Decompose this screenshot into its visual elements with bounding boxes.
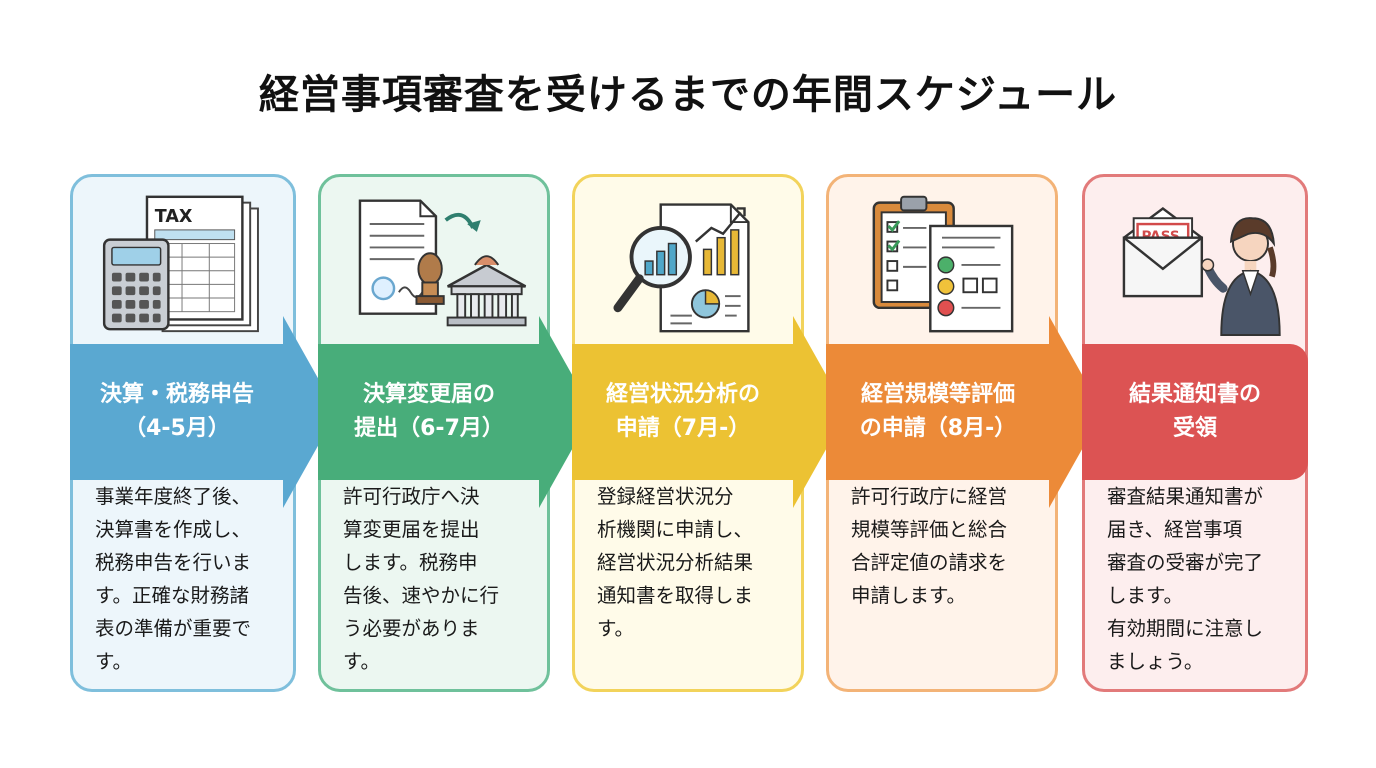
envelope-pass-person-icon: PASS [1122, 206, 1281, 337]
step-label-5: 結果通知書の 受領 [1082, 344, 1308, 480]
calculator-tax-form-icon: TAX [102, 195, 259, 333]
magnifier-chart-icon [613, 203, 750, 333]
step-label-1: 決算・税務申告 （4-5月） [70, 344, 284, 480]
svg-text:TAX: TAX [155, 207, 193, 227]
step-arrow-3 [793, 316, 847, 508]
step-label-3: 経営状況分析の 申請（7月-） [572, 344, 794, 480]
step-arrow-2 [539, 316, 593, 508]
step-label-2: 決算変更届の 提出（6-7月） [318, 344, 540, 480]
step-label-4: 経営規模等評価 の申請（8月-） [826, 344, 1050, 480]
step-description-4: 許可行政庁に経営 規模等評価と総合 合評定値の請求を 申請します。 [851, 485, 1008, 607]
page-title: 経営事項審査を受けるまでの年間スケジュール [258, 72, 1118, 118]
step-description-5: 審査結果通知書が 届き、経営事項 審査の受審が完了 します。 有効期間に注意し … [1107, 485, 1264, 673]
step-description-1: 事業年度終了後、 決算書を作成し、 税務申告を行いま す。正確な財務諸 表の準備… [95, 485, 252, 673]
step-description-2: 許可行政庁へ決 算変更届を提出 します。税務申 告後、速やかに行 う必要がありま… [343, 485, 500, 673]
clipboard-checklist-icon [872, 195, 1014, 333]
step-arrow-1 [283, 316, 337, 508]
document-stamp-government-icon [358, 199, 527, 327]
step-arrow-4 [1049, 316, 1103, 508]
step-description-3: 登録経営状況分 析機関に申請し、 経営状況分析結果 通知書を取得しま す。 [597, 485, 754, 640]
